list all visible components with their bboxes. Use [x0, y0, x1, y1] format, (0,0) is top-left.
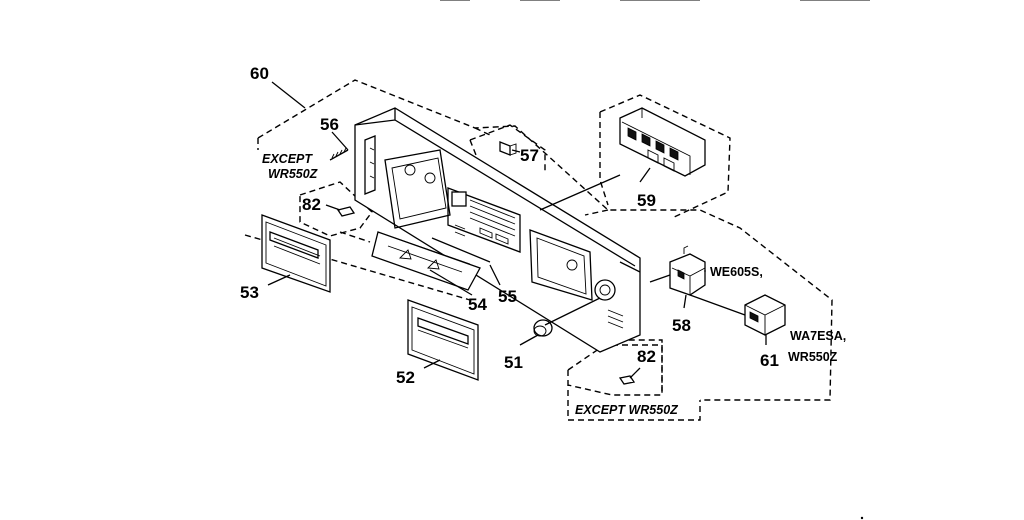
part-56-spring [329, 147, 349, 161]
group-82-inner-box [612, 344, 663, 395]
group-82-left-boundary [299, 181, 373, 237]
note-wa7esa: WA7ESA, [790, 329, 846, 343]
callout-58: 58 [672, 316, 691, 335]
callout-61: 61 [760, 351, 779, 370]
part-53-cover [261, 214, 331, 293]
part-57-clip [499, 141, 517, 156]
part-82-left [336, 206, 356, 217]
callout-57: 57 [520, 146, 539, 165]
callout-56: 56 [320, 115, 339, 134]
part-59-switch-block [619, 107, 706, 177]
callout-59: 59 [637, 191, 656, 210]
note-except-line1: EXCEPT [262, 152, 313, 166]
callout-53: 53 [240, 283, 259, 302]
note-except-line2: WR550Z [268, 167, 319, 181]
note-wr550z: WR550Z [788, 350, 838, 364]
note-except-bottom: EXCEPT WR550Z [575, 403, 679, 417]
callout-60: 60 [250, 64, 269, 83]
callout-52: 52 [396, 368, 415, 387]
control-panel-housing [354, 107, 641, 353]
part-58-switch [669, 245, 706, 296]
callout-51: 51 [504, 353, 523, 372]
group-59-boundary [599, 94, 731, 219]
group-57-boundary [469, 124, 546, 172]
note-we605s: WE605S, [710, 265, 763, 279]
callout-55: 55 [498, 287, 517, 306]
part-61-switch [744, 294, 786, 336]
callout-54: 54 [468, 295, 487, 314]
corner-dot [860, 516, 864, 520]
callout-82-left: 82 [302, 195, 321, 214]
leader-lines [267, 81, 767, 379]
callout-82-bottom: 82 [637, 347, 656, 366]
part-82-bottom [618, 375, 636, 385]
part-52-cover [407, 299, 479, 381]
assembly-60-boundary [257, 79, 833, 401]
part-54-strip [371, 231, 481, 291]
